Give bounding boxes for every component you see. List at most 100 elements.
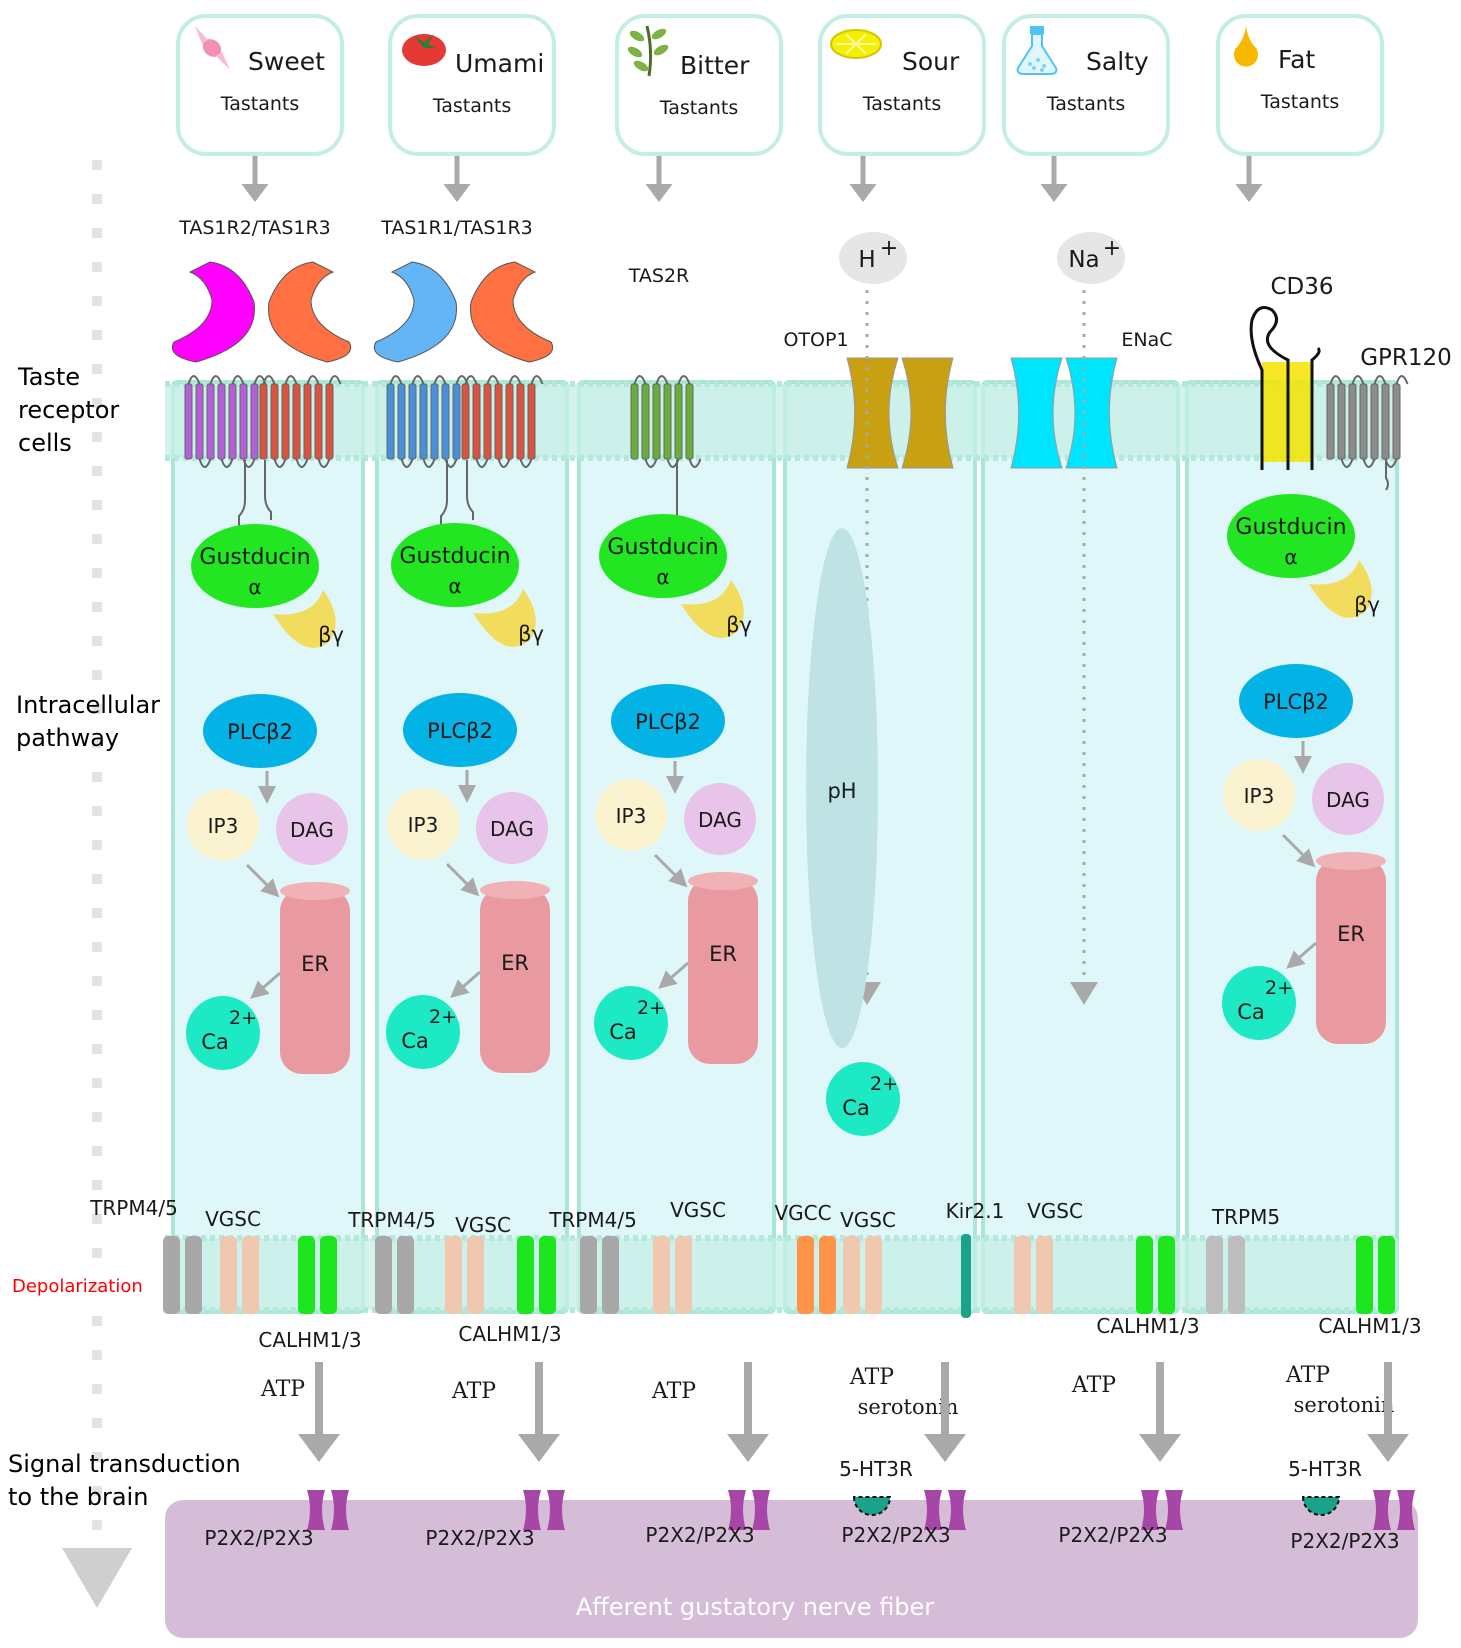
umami-vgsc-label: VGSC [455,1213,511,1237]
sweet-vgsc-channel [220,1236,259,1314]
bitter-p2x-receptor-sub2 [752,1490,770,1530]
fat-entry-arrow-head [1235,184,1263,202]
sweet-calhm1-3-label: CALHM1/3 [258,1328,361,1352]
basolateral-membrane [165,1235,1398,1313]
sweet-entry-arrow-head [241,184,269,202]
sweet-receptor-dimer [171,261,352,363]
sweet-plcb2 [203,694,317,768]
fat-gpr120-tm-loop [1373,375,1387,385]
fat-gpr120-tm-helix [1392,383,1401,460]
umami-entry-arrow [443,156,471,202]
bitter-dag-label: DAG [698,808,742,832]
umami-tm-domain-1-loop [433,375,447,385]
sweet-tm-domain-2-loop [262,375,276,385]
umami-gustducin-label: Gustducin [399,544,510,569]
lemon-segment [855,33,867,45]
salty-ion-channel-right [1065,357,1118,469]
lemon-icon [830,29,882,59]
umami-p2x-receptor [523,1490,565,1530]
umami-tm-domain-1-loop [389,375,403,385]
column-umami: UmamiTastantsTAS1R1/TAS1R3GustducinαβγPL… [373,14,556,1073]
sweet-tm-domain-1-helix [228,383,237,460]
fat-trpm5-label: TRPM5 [1211,1205,1280,1229]
sour-entry-arrow [849,156,877,202]
bitter-calcium-charge: 2+ [637,997,665,1019]
bitter-tm-domain-helix [685,383,694,460]
sweet-release-arrow-head [298,1434,340,1462]
label-pathway-1: Intracellular [16,691,160,719]
sweet-calhm1-3-channel-sub1 [298,1236,315,1314]
umami-tm-domain-2-loop [497,458,511,468]
sour-ion-channel [846,357,954,469]
sweet-gustducin [191,524,319,608]
sweet-tm-domain-1-loop [209,375,223,385]
bitter-betagamma [681,580,744,638]
bitter-p2x-receptor [728,1490,770,1530]
bitter-gustducin [599,514,727,598]
tomato-icon [402,34,446,66]
sweet-alpha-label: α [248,575,261,599]
umami-trpm4-5-channel-sub2 [397,1236,414,1314]
bitter-plcb2 [611,684,725,758]
sweet-tm-domain-1-loop [220,458,234,468]
umami-tm-domain-2-loop [464,375,478,385]
sour-vgcc-label: VGCC [774,1201,831,1225]
salty-calhm1-3-channel-sub2 [1158,1236,1175,1314]
sour-calcium: Ca2+ [826,1062,900,1136]
umami-calcium-label: Ca [401,1029,429,1053]
herb-leaf [653,44,669,56]
sweet-ip3-arrow [245,863,280,898]
umami-tm-domain-2-loop [508,375,522,385]
fat-calcium-charge: 2+ [1265,977,1293,999]
salty-entry-arrow-head [1040,184,1068,202]
sour-vgsc-label: VGSC [840,1208,896,1232]
fat-gpr120-tm-helix [1370,383,1379,460]
umami-dag [476,792,548,864]
fat-dag-label: DAG [1326,788,1370,812]
fat-er [1316,859,1386,1044]
sweet-tm-domain-1-helix [206,383,215,460]
fat-er-label: ER [1337,922,1365,946]
bitter-dag [684,783,756,855]
fat-gustducin [1227,494,1355,578]
umami-trpm4-5-channel-sub1 [375,1236,392,1314]
sweet-plcb2-label: PLCβ2 [227,720,293,744]
bitter-entry-arrow-head [645,184,673,202]
sweet-tm-domain-2-helix [259,383,268,460]
sweet-tm-domain-2-loop [328,375,342,385]
sweet-tm-domain-2-helix [303,383,312,460]
sour-kir2-1-label: Kir2.1 [946,1199,1005,1223]
drop-icon [1234,26,1258,67]
sour-entry-arrow-head [849,184,877,202]
sour-vgcc-channel-sub1 [797,1236,814,1314]
bitter-vgsc-channel-sub1 [653,1236,670,1314]
umami-calhm1-3-label: CALHM1/3 [458,1322,561,1346]
umami-atp-label: ATP [451,1379,496,1404]
sweet-atp-label: ATP [260,1377,305,1402]
sweet-receptor-label: TAS1R2/TAS1R3 [178,217,331,239]
umami-tm-domain-1-helix [430,383,439,460]
afferent-nerve-fiber: Afferent gustatory nerve fiber [165,1500,1418,1638]
herb-leaf [651,28,667,40]
fat-gpr120-tm-loop [1329,375,1343,385]
umami-tm-domain-2 [461,375,544,468]
umami-vgsc-channel-sub2 [467,1236,484,1314]
umami-tm-domain-1 [386,375,469,468]
fat-ip3 [1223,759,1295,831]
salty-p2x-receptor-sub1 [1141,1490,1159,1530]
fat-gpr120-tm [1326,375,1409,468]
sweet-tm-domain-2-loop [284,375,298,385]
bitter-ip3-arrow [653,853,688,888]
salty-calhm1-3-channel-sub1 [1136,1236,1153,1314]
taste-cell-salty [981,380,1180,1314]
fat-5ht3r-receptor [1301,1496,1341,1516]
taste-cells [171,380,1399,1314]
umami-tm-domain-2-loop [475,458,489,468]
